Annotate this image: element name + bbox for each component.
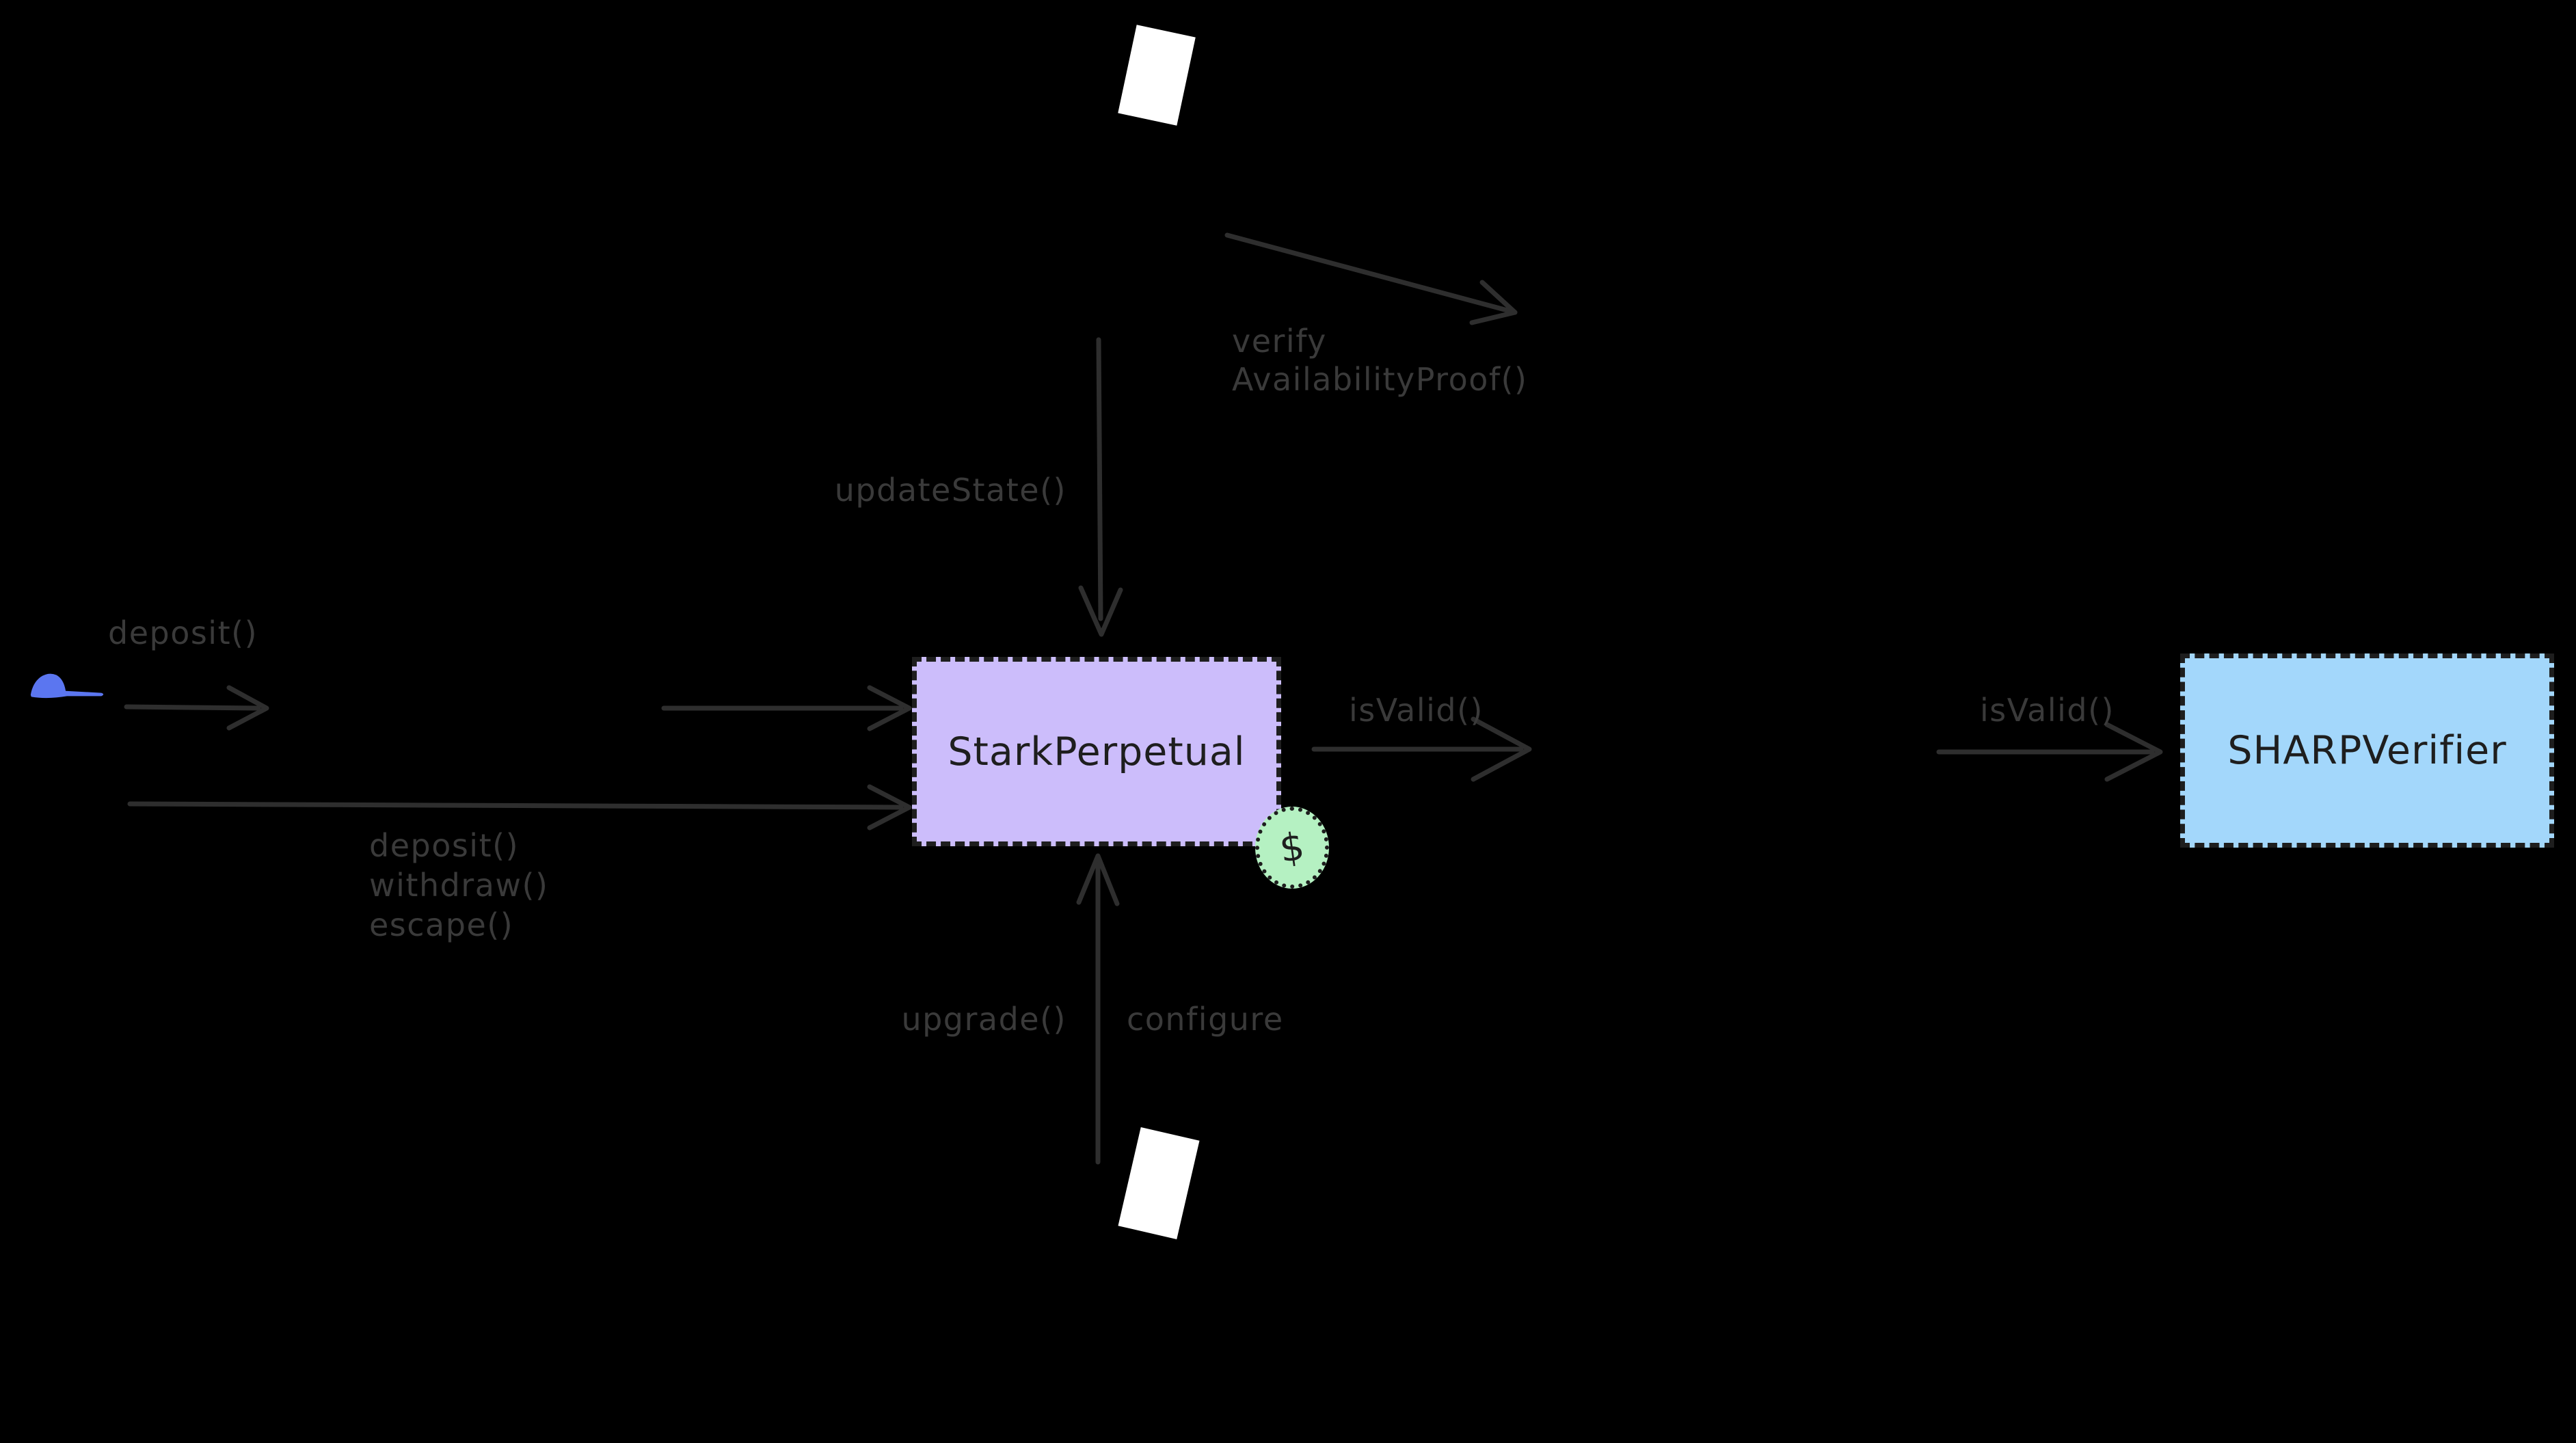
- stark-perpetual-node-label: StarkPerpetual: [948, 729, 1246, 774]
- deposit-withdraw-escape-arrow-line[interactable]: [127, 801, 904, 810]
- deposit-label[interactable]: deposit(): [108, 615, 258, 651]
- isvalid-right-arrow[interactable]: [1936, 722, 2163, 782]
- verify-availability-arrow[interactable]: [1224, 232, 1518, 325]
- isvalid-left-arrow-head[interactable]: [1471, 716, 1532, 782]
- verify-label-line2[interactable]: AvailabilityProof(): [1232, 361, 1528, 398]
- deposit-withdraw-escape-label[interactable]: deposit() withdraw() escape(): [369, 826, 548, 945]
- into-stark-arrow-head[interactable]: [867, 685, 912, 731]
- into-stark-arrow[interactable]: [661, 685, 912, 731]
- deposit-withdraw-escape-arrow-head[interactable]: [867, 784, 912, 831]
- update-state-arrow-head[interactable]: [1078, 585, 1123, 637]
- dollar-icon-glyph: $: [1276, 824, 1308, 872]
- deposit-arrow[interactable]: [124, 685, 269, 731]
- deposit-arrow-line[interactable]: [124, 704, 261, 711]
- isvalid-right-label[interactable]: isValid(): [1980, 692, 2115, 729]
- user-cap-icon[interactable]: [27, 670, 107, 700]
- dwe-label-line2: withdraw(): [369, 867, 549, 904]
- sharp-verifier-node[interactable]: SHARPVerifier: [2180, 653, 2554, 848]
- upgrade-label[interactable]: upgrade(): [901, 1001, 1066, 1038]
- configure-label[interactable]: configure: [1127, 1001, 1284, 1038]
- isvalid-right-arrow-head[interactable]: [2104, 722, 2163, 782]
- upgrade-configure-arrow[interactable]: [1076, 853, 1120, 1165]
- deposit-withdraw-escape-arrow[interactable]: [127, 784, 912, 831]
- dwe-label-line3: escape(): [369, 906, 514, 943]
- verify-label-line1[interactable]: verify: [1232, 323, 1327, 360]
- isvalid-left-arrow[interactable]: [1311, 716, 1532, 782]
- upgrade-configure-arrow-head[interactable]: [1076, 853, 1120, 906]
- verify-availability-arrow-head[interactable]: [1469, 280, 1518, 325]
- update-state-arrow[interactable]: [1078, 337, 1123, 637]
- dollar-icon[interactable]: $: [1255, 807, 1329, 889]
- user-cap-shape: [30, 673, 104, 699]
- update-state-arrow-line[interactable]: [1096, 337, 1103, 621]
- deposit-arrow-head[interactable]: [226, 685, 269, 731]
- sharp-verifier-node-label: SHARPVerifier: [2227, 728, 2507, 773]
- stark-perpetual-node[interactable]: StarkPerpetual: [912, 657, 1281, 846]
- dwe-label-line1: deposit(): [369, 827, 520, 864]
- update-state-label[interactable]: updateState(): [834, 472, 1066, 509]
- verify-availability-arrow-line[interactable]: [1224, 232, 1518, 315]
- isvalid-left-label[interactable]: isValid(): [1349, 692, 1484, 729]
